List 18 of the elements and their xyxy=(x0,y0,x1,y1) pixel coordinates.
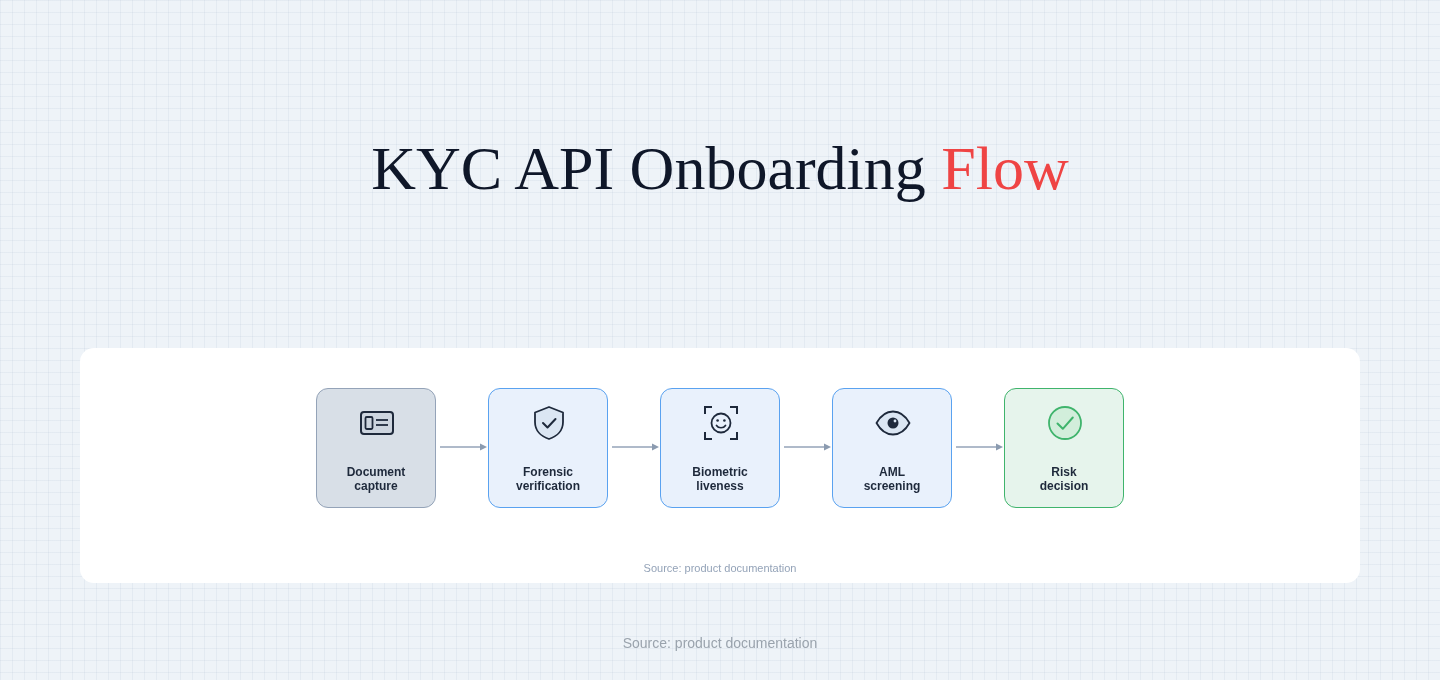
page-title: KYC API Onboarding Flow xyxy=(371,133,1069,204)
source-note: Source: product documentation xyxy=(643,561,797,575)
step-box xyxy=(832,388,952,508)
step-box xyxy=(488,388,608,508)
step-label: Document capture xyxy=(345,465,407,493)
step-box xyxy=(316,388,436,508)
step-label: Forensic verification xyxy=(515,465,581,493)
content-card xyxy=(80,348,1360,583)
source-note: Source: product documentation xyxy=(622,635,818,651)
arrow xyxy=(611,443,660,451)
arrow xyxy=(783,443,832,451)
step-box xyxy=(660,388,780,508)
step-label: AML screening xyxy=(862,465,922,493)
arrow xyxy=(955,443,1004,451)
arrow xyxy=(439,443,488,451)
step-label: Risk decision xyxy=(1038,465,1090,493)
step-box xyxy=(1004,388,1124,508)
step-label: Biometric liveness xyxy=(691,465,749,493)
